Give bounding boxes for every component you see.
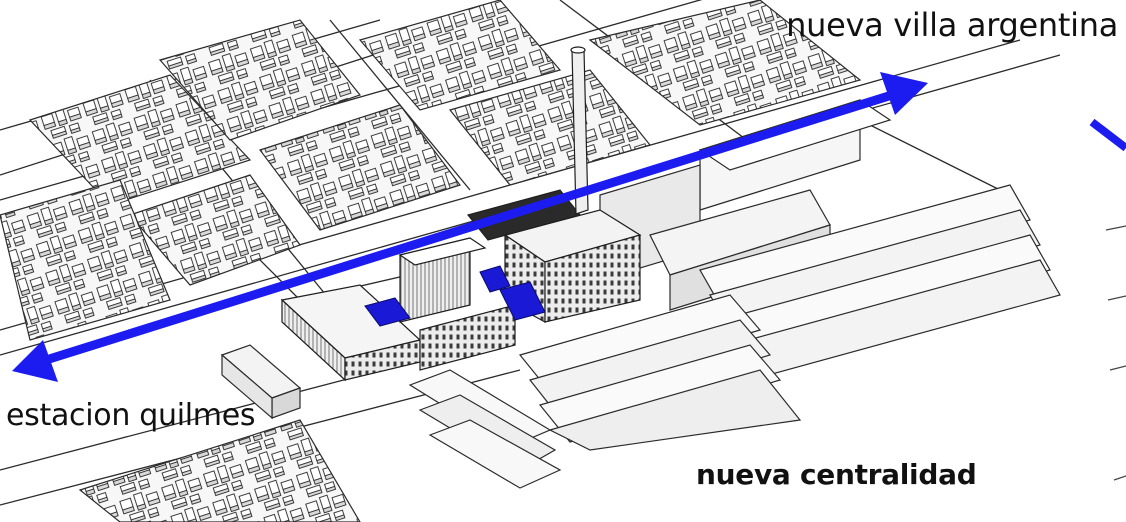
label-nueva-centralidad: nueva centralidad [696, 458, 977, 491]
historic-complex [280, 46, 642, 382]
l-building [220, 344, 302, 420]
residential-blocks [0, 0, 862, 522]
label-nueva-villa-argentina: nueva villa argentina [786, 6, 1118, 44]
adjacent-panel-edge [1089, 118, 1126, 481]
axis-arrow [12, 72, 928, 382]
label-estacion-quilmes: estacion quilmes [6, 398, 256, 433]
highlighted-interventions [364, 265, 546, 327]
industrial-sheds [408, 184, 1061, 489]
